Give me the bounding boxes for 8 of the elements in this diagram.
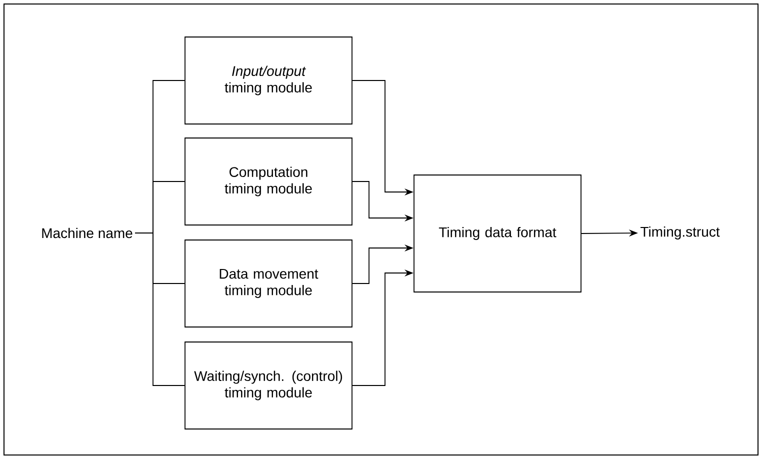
process-box: Data movement timing module — [184, 240, 352, 328]
process-box: Waiting/synch. (control) timing module — [184, 342, 352, 430]
process-box: Input/output timing module — [184, 36, 352, 124]
process-box: Timing data format — [414, 174, 582, 292]
label-text: Timing.struct — [640, 226, 720, 240]
process-box: Computation timing module — [184, 138, 352, 226]
label-text: Machine name — [42, 228, 132, 238]
connector — [134, 232, 185, 386]
